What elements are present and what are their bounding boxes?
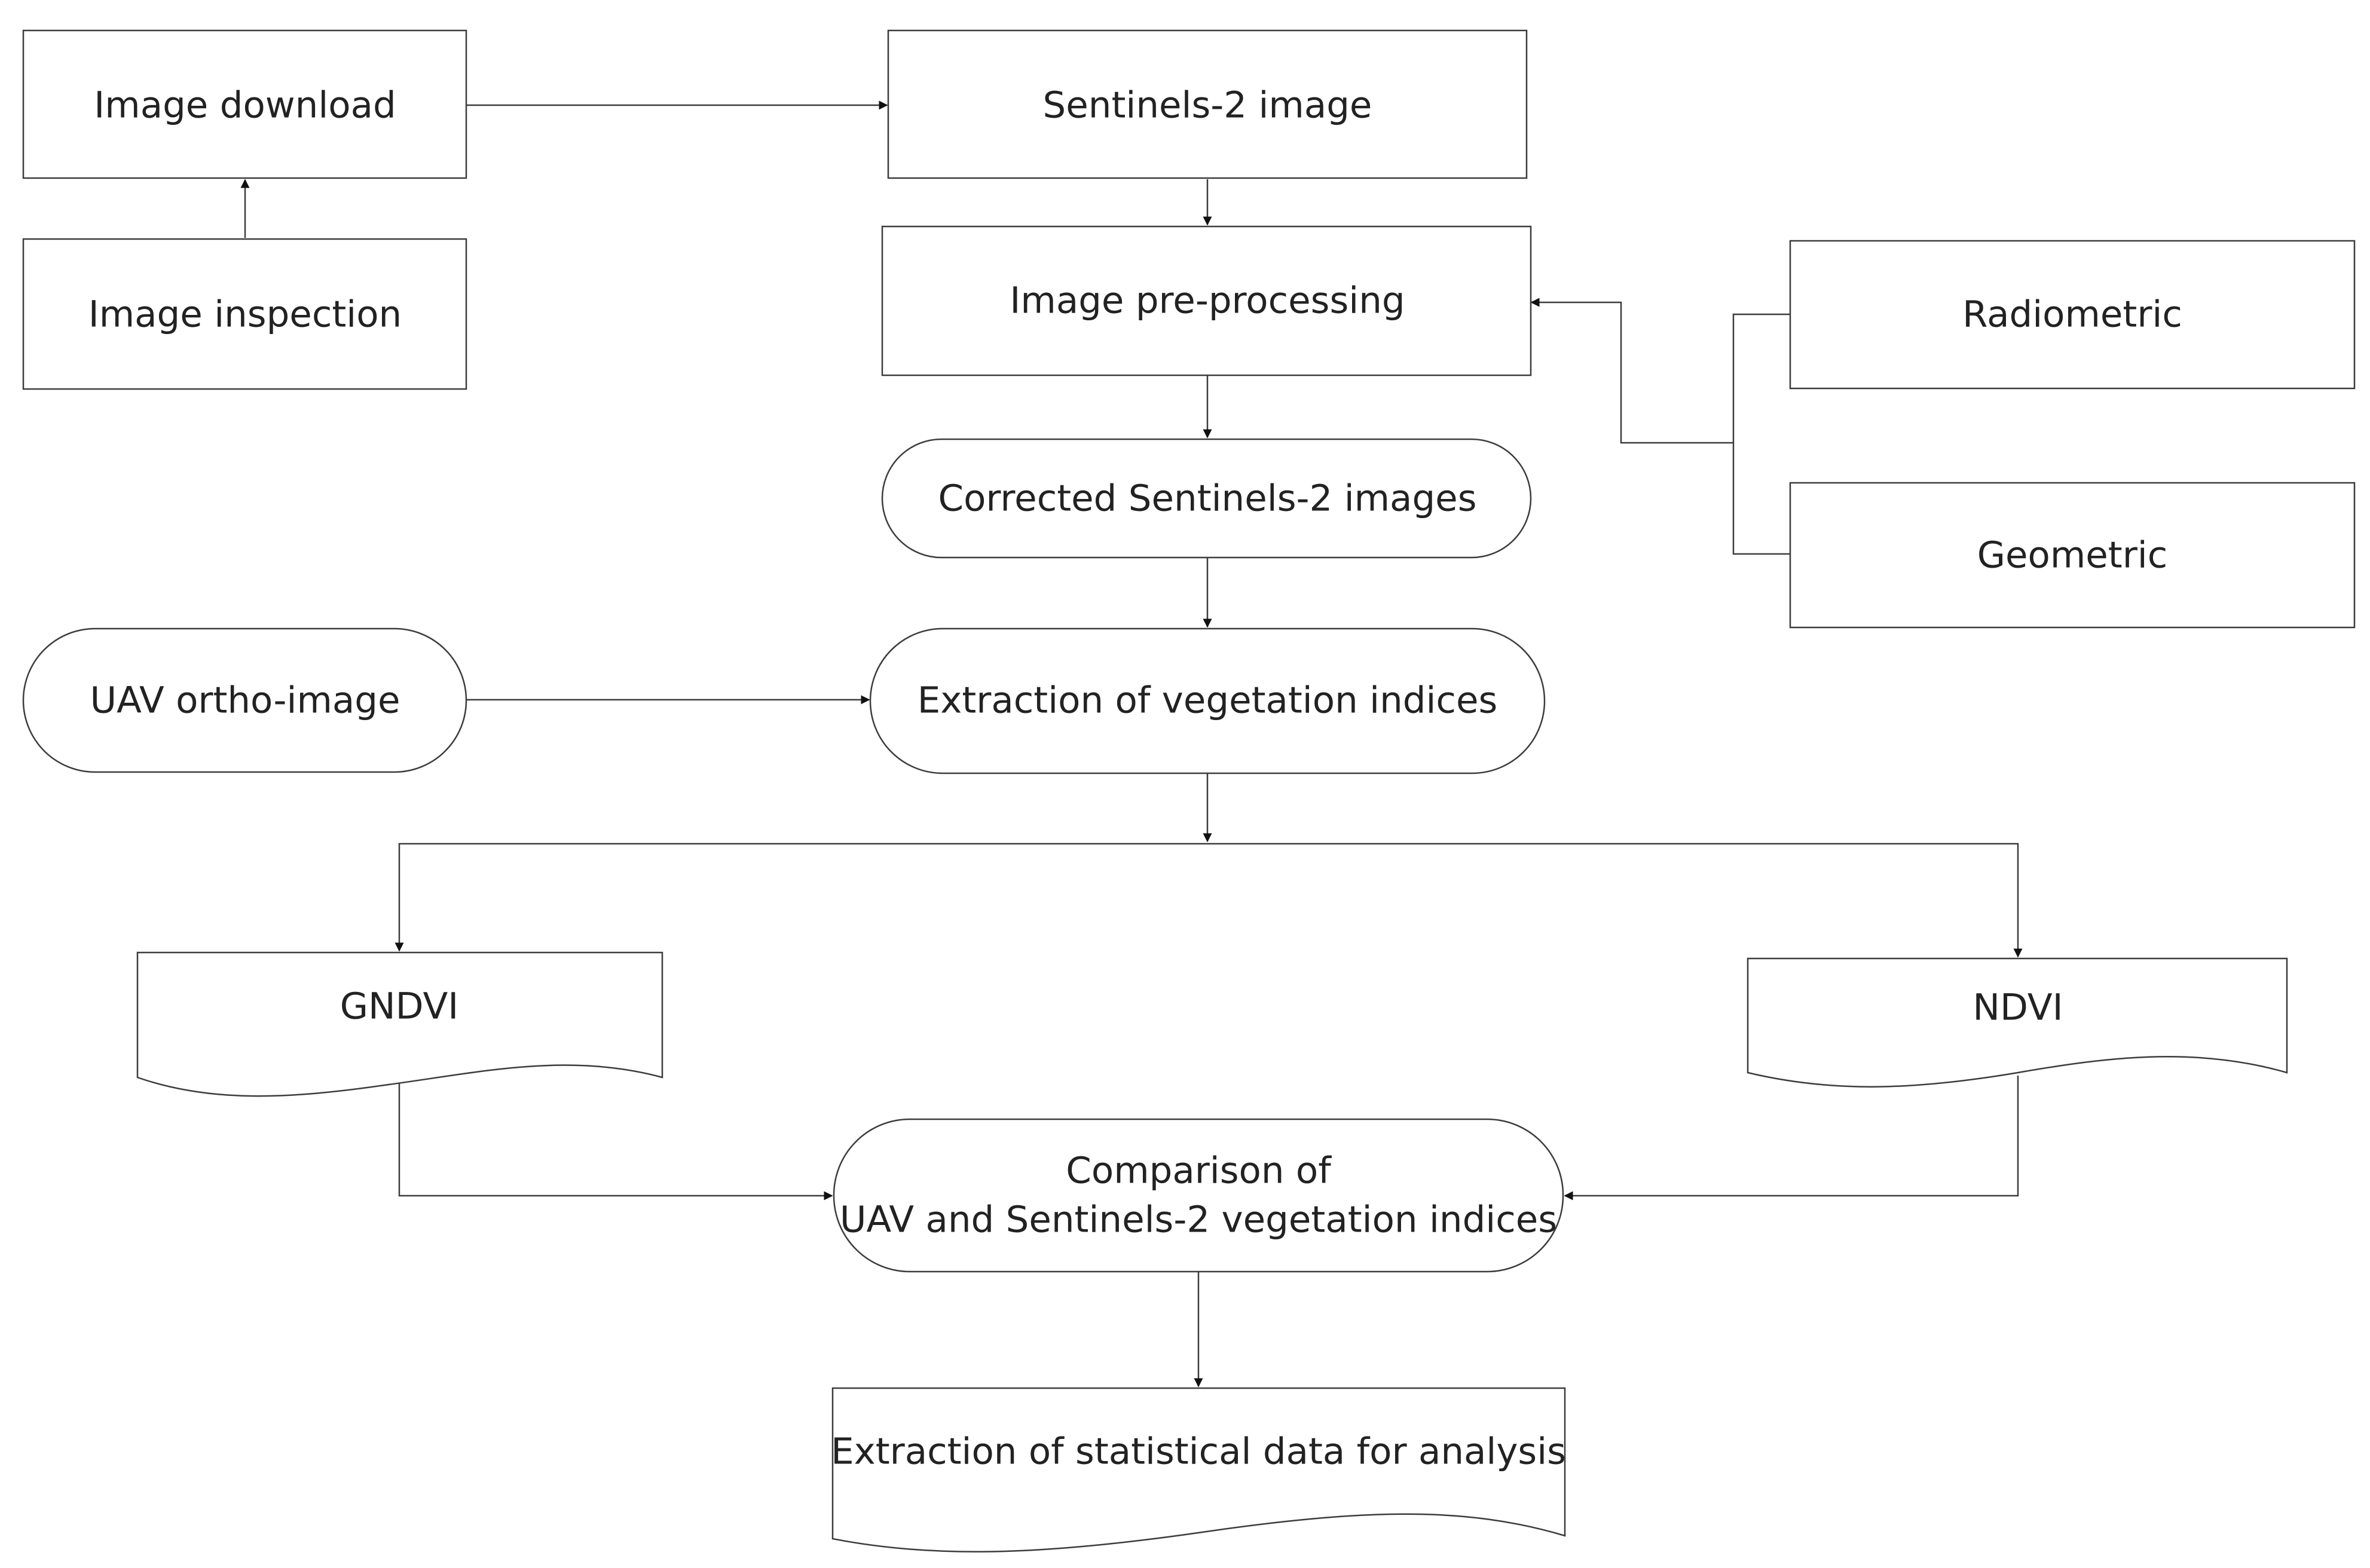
node-gndvi: GNDVI [136,951,663,1097]
label-radiometric: Radiometric [1962,293,2182,336]
arrow-corrections-to-preprocessing [1530,298,1733,444]
node-corrected-images: Corrected Sentinels-2 images [881,438,1532,559]
label-sentinel-image: Sentinels-2 image [1043,84,1372,127]
arrow-split-to-gndvi [395,843,1207,952]
connector-radiometric [1732,313,1790,555]
label-image-inspection: Image inspection [88,293,402,336]
label-gndvi: GNDVI [340,985,459,1028]
label-comparison-line2: UAV and Sentinels-2 vegetation indices [840,1199,1557,1241]
node-comparison: Comparison of UAV and Sentinels-2 vegeta… [833,1118,1564,1273]
node-ndvi: NDVI [1747,957,2288,1088]
label-uav-ortho-image: UAV ortho-image [90,679,400,722]
arrow-ndvi-to-comparison [1564,1076,2019,1200]
label-statistical-data: Extraction of statistical data for analy… [831,1431,1566,1473]
label-ndvi: NDVI [1973,987,2063,1029]
label-comparison-line1: Comparison of [1066,1150,1332,1192]
node-radiometric: Radiometric [1789,240,2356,390]
node-uav-ortho-image: UAV ortho-image [22,627,467,773]
node-statistical-data: Extraction of statistical data for analy… [831,1387,1566,1553]
node-sentinel-image: Sentinels-2 image [887,29,1528,179]
label-corrected-images: Corrected Sentinels-2 images [938,477,1477,520]
node-geometric: Geometric [1789,482,2356,629]
arrow-split-to-ndvi [1207,843,2023,958]
node-image-preprocessing: Image pre-processing [881,225,1532,376]
connectors [240,100,2023,1388]
node-image-inspection: Image inspection [22,238,467,390]
label-image-download: Image download [94,84,396,127]
node-image-download: Image download [22,29,467,179]
arrow-gndvi-to-comparison [398,1077,833,1200]
label-extraction-indices: Extraction of vegetation indices [918,679,1498,722]
node-extraction-indices: Extraction of vegetation indices [869,627,1546,774]
label-image-preprocessing: Image pre-processing [1010,280,1405,322]
label-geometric: Geometric [1977,534,2168,577]
